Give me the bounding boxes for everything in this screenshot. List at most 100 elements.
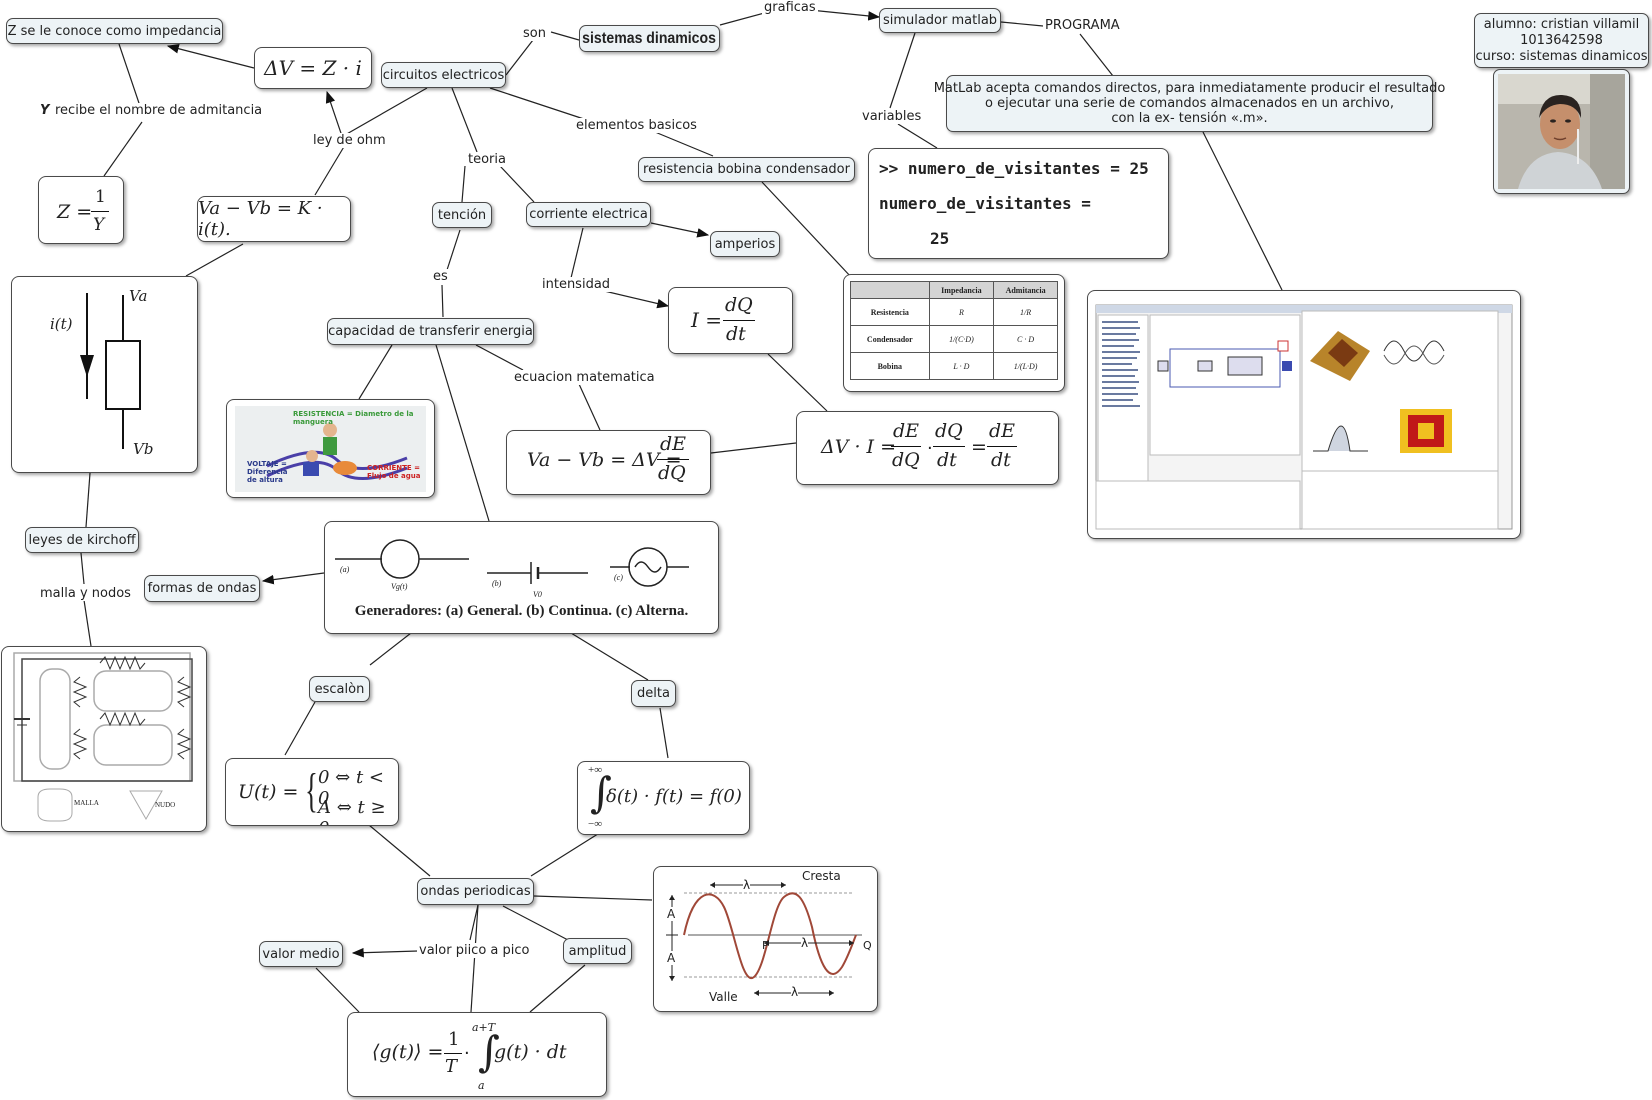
wave-diagram bbox=[666, 882, 862, 996]
resistor-vb-label: Vb bbox=[133, 440, 154, 458]
node-formas-de-ondas[interactable]: formas de ondas bbox=[144, 575, 260, 602]
label-ecuacion-matematica: ecuacion matematica bbox=[512, 370, 657, 385]
node-resistencia-bobina-condensador[interactable]: resistencia bobina condensador bbox=[638, 157, 855, 182]
impedance-table-box[interactable]: Impedancia Admitancia Resistencia R 1/R … bbox=[843, 274, 1065, 392]
resistor-va-label: Va bbox=[129, 287, 148, 305]
kirchoff-circuit-diagram bbox=[13, 652, 193, 822]
node-sistemas-dinamicos[interactable]: sistemas dinamicos bbox=[579, 25, 720, 52]
formula-delta-box[interactable]: +∞ ∫ −∞ δ(t) · f(t) = f(0) bbox=[577, 761, 750, 835]
node-ondas-periodicas[interactable]: ondas periodicas bbox=[417, 878, 534, 905]
node-corriente-electrica[interactable]: corriente electrica bbox=[526, 202, 651, 227]
formula-mean-box[interactable]: ⟨g(t)⟩ = 1 T · a+T ∫ a g(t) · dt bbox=[347, 1012, 607, 1097]
generators-caption: Generadores: (a) General. (b) Continua. … bbox=[354, 603, 689, 619]
node-delta[interactable]: delta bbox=[631, 680, 676, 707]
matlab-desc-line1: MatLab acepta comandos directos, para in… bbox=[933, 81, 1446, 96]
node-valor-medio[interactable]: valor medio bbox=[259, 941, 343, 967]
code-line1: >> numero_de_visitantes = 25 bbox=[879, 159, 1149, 178]
table-cell-bobina: Bobina bbox=[850, 352, 930, 380]
kirchoff-malla-label: MALLA bbox=[74, 799, 99, 807]
formula-z-num: 1 bbox=[95, 187, 106, 207]
resistor-diagram bbox=[80, 293, 141, 449]
node-capacidad-transferir-energia[interactable]: capacidad de transferir energia bbox=[327, 318, 534, 345]
formula-power-box[interactable]: ΔV · I = dE dQ · dQ dt = dE dt bbox=[796, 411, 1059, 485]
label-graficas: graficas bbox=[762, 0, 818, 15]
label-programa: PROGRAMA bbox=[1043, 18, 1122, 33]
node-simulador-matlab[interactable]: simulador matlab bbox=[879, 8, 1001, 33]
table-cell-resistencia: Resistencia bbox=[850, 298, 930, 326]
code-line2: numero_de_visitantes = bbox=[879, 194, 1091, 213]
table-cell-r-imp: R bbox=[928, 298, 995, 326]
photo-node[interactable] bbox=[1493, 69, 1630, 194]
node-impedancia[interactable]: Z se le conoce como impedancia bbox=[6, 18, 223, 44]
formula-step-brace: { bbox=[305, 764, 318, 817]
formula-step-box[interactable]: U(t) = { 0 ⇔ t < 0 A ⇔ t ≥ 0 bbox=[225, 758, 399, 826]
resistor-figure-box[interactable]: i(t) Va Vb bbox=[11, 276, 198, 473]
formula-z-box[interactable]: Z = 1 Y bbox=[38, 176, 124, 244]
matlab-desc-line3: con la ex- tensión «.m». bbox=[1111, 111, 1268, 126]
label-malla-y-nodos: malla y nodos bbox=[38, 586, 133, 601]
analogy-corriente: CORRIENTE = Flujo de agua bbox=[367, 464, 421, 480]
label-intensidad: intensidad bbox=[540, 277, 613, 292]
formula-power-eq: = bbox=[971, 436, 987, 458]
formula-step-case1: 0 ⇔ t < 0 bbox=[318, 767, 385, 809]
formula-mean-bar bbox=[444, 1053, 462, 1054]
formula-power-den2: dt bbox=[937, 449, 957, 471]
wave-lambda-mid: λ bbox=[801, 936, 809, 950]
table-cell-condensador: Condensador bbox=[850, 325, 930, 353]
generators-figure-box[interactable]: (a) (b) (c) Vg(t) V0 Generadores: (a) Ge… bbox=[324, 521, 719, 634]
water-analogy-box[interactable]: RESISTENCIA = Diametro de la manguera VO… bbox=[226, 399, 435, 498]
formula-mean-lower: a bbox=[478, 1079, 485, 1092]
node-tencion[interactable]: tención bbox=[432, 202, 492, 228]
formula-energy-lhs: Va − Vb = ΔV = bbox=[527, 449, 682, 471]
matlab-screenshot bbox=[1095, 304, 1513, 530]
label-admitancia: recibe el nombre de admitancia bbox=[53, 103, 265, 118]
formula-power-num3: dE bbox=[989, 420, 1016, 442]
alumno-name: alumno: cristian villamil bbox=[1483, 16, 1640, 32]
formula-energy-num: dE bbox=[660, 433, 687, 455]
formula-energy-den: dQ bbox=[658, 462, 686, 484]
label-ley-de-ohm: ley de ohm bbox=[311, 133, 388, 148]
formula-delta-upper: +∞ bbox=[588, 764, 603, 776]
node-matlab-descripcion[interactable]: MatLab acepta comandos directos, para in… bbox=[934, 75, 1445, 132]
formula-ohm: Va − Vb = K · i(t). bbox=[198, 198, 323, 240]
generator-a-label: (a) bbox=[340, 565, 350, 574]
formula-power-bar1 bbox=[891, 446, 921, 447]
node-escalon[interactable]: escalòn bbox=[309, 676, 370, 702]
formula-mean-integrand: g(t) · dt bbox=[494, 1041, 567, 1063]
node-amperios[interactable]: amperios bbox=[710, 231, 780, 257]
table-cell-l-imp: L · D bbox=[928, 352, 995, 380]
formula-energy-bar bbox=[657, 459, 689, 460]
formula-ohm-box[interactable]: Va − Vb = K · i(t). bbox=[197, 196, 351, 242]
formula-power-num1: dE bbox=[893, 420, 920, 442]
label-teoria: teoria bbox=[466, 152, 508, 167]
node-alumno[interactable]: alumno: cristian villamil 1013642598 cur… bbox=[1474, 13, 1649, 68]
resistor-current-label: i(t) bbox=[50, 315, 73, 333]
label-son: son bbox=[521, 26, 548, 41]
impedance-table: Impedancia Admitancia Resistencia R 1/R … bbox=[850, 281, 1058, 380]
formula-power-num2: dQ bbox=[935, 420, 963, 442]
generators-diagram bbox=[335, 539, 689, 587]
formula-z-lhs: Z = bbox=[57, 201, 93, 223]
matlab-desc-line2: o ejecutar una serie de comandos almacen… bbox=[985, 96, 1394, 111]
table-cell-c-imp: 1/(C·D) bbox=[928, 325, 995, 353]
formula-mean-lhs: ⟨g(t)⟩ = bbox=[372, 1041, 444, 1063]
wave-valle-label: Valle bbox=[709, 990, 738, 1004]
matlab-code-box[interactable]: >> numero_de_visitantes = 25 numero_de_v… bbox=[868, 148, 1169, 259]
formula-current-lhs: I = bbox=[691, 308, 723, 332]
formula-energy-box[interactable]: Va − Vb = ΔV = dE dQ bbox=[506, 430, 711, 495]
matlab-screenshot-box[interactable] bbox=[1087, 290, 1521, 539]
code-line3: 25 bbox=[930, 229, 950, 248]
wave-figure-box[interactable]: Cresta Valle λ λ λ A A P Q bbox=[653, 866, 878, 1012]
node-leyes-de-kirchoff[interactable]: leyes de kirchoff bbox=[25, 527, 139, 553]
alumno-course: curso: sistemas dinamicos bbox=[1475, 48, 1648, 64]
formula-current-box[interactable]: I = dQ dt bbox=[668, 287, 793, 354]
analogy-voltaje: VOLTAJE = Diferencia de altura bbox=[247, 460, 288, 484]
formula-delta-lower: −∞ bbox=[588, 818, 603, 830]
formula-power-den1: dQ bbox=[892, 449, 920, 471]
node-circuitos-electricos[interactable]: circuitos electricos bbox=[381, 62, 506, 88]
wave-amplitude-bottom: A bbox=[667, 951, 676, 965]
node-amplitud[interactable]: amplitud bbox=[563, 938, 632, 964]
formula-dv-box[interactable]: ΔV = Z · i bbox=[254, 47, 372, 89]
kirchoff-figure-box[interactable]: MALLA NUDO bbox=[1, 646, 207, 832]
